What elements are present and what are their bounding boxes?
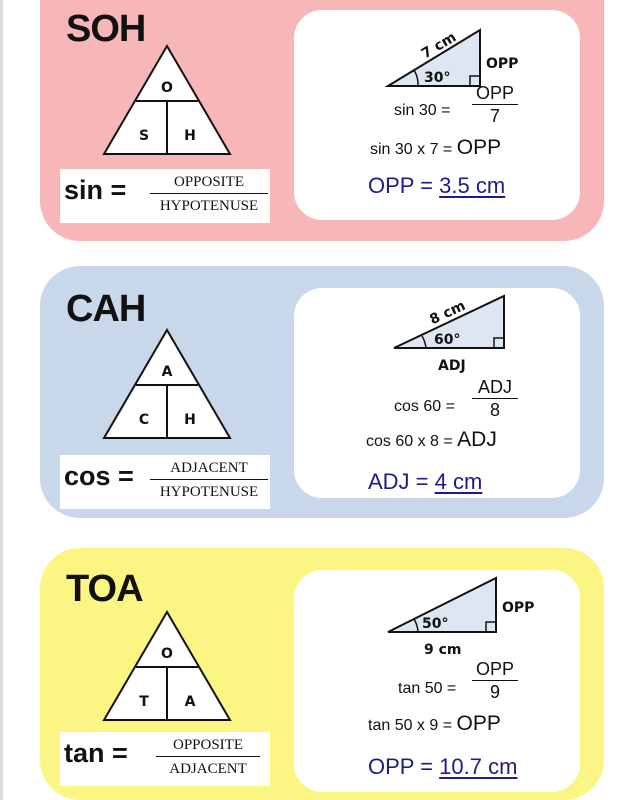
cah-card: CAH A C H cos = ADJACENT HYPOTENUSE 8 cm… <box>40 266 604 518</box>
right-triangle-diagram: 8 cm 60° ADJ <box>393 294 505 374</box>
toa-card: TOA O T A tan = OPPOSITE ADJACENT 50° OP… <box>40 548 604 800</box>
result-value: 3.5 cm <box>439 173 506 198</box>
soh-example-panel: 7 cm 30° OPP sin 30 = OPP 7 sin 30 x 7 =… <box>294 10 580 220</box>
side-label: ADJ <box>438 358 466 374</box>
equation-2-lhs: cos 60 x 8 = <box>366 433 453 450</box>
equation-1-numerator: OPP <box>472 82 518 105</box>
equation-2-lhs: sin 30 x 7 = <box>370 141 453 158</box>
triangle-bottom-left-letter: C <box>139 412 149 428</box>
toa-example-panel: 50° OPP 9 cm tan 50 = OPP 9 tan 50 x 9 =… <box>294 570 580 792</box>
angle-label: 30° <box>424 70 450 86</box>
formula-fraction: ADJACENT HYPOTENUSE <box>150 457 268 502</box>
result: OPP = 3.5 cm <box>368 173 505 199</box>
equation-2-rhs: OPP <box>456 136 502 159</box>
cah-formula-triangle: A C H <box>102 328 232 439</box>
triangle-bottom-left-letter: S <box>139 128 149 144</box>
equation-1-numerator: OPP <box>472 658 518 681</box>
result-value: 4 cm <box>434 469 483 494</box>
formula-denominator: HYPOTENUSE <box>159 198 259 214</box>
equation-2: cos 60 x 8 = ADJ <box>366 428 497 452</box>
equation-1-lhs: cos 60 = <box>394 398 455 415</box>
equation-1-numerator: ADJ <box>472 376 518 399</box>
equation-1-lhs: tan 50 = <box>398 680 457 697</box>
cos-formula: cos = ADJACENT HYPOTENUSE <box>60 455 270 509</box>
toa-title: TOA <box>66 568 144 610</box>
formula-numerator: ADJACENT <box>150 457 268 480</box>
equation-1-denominator: 8 <box>489 400 500 420</box>
sin-formula: sin = OPPOSITE HYPOTENUSE <box>60 169 270 223</box>
equation-1-fraction: OPP 7 <box>472 82 518 127</box>
angle-label: 50° <box>422 616 448 632</box>
soh-card: SOH O S H sin = OPPOSITE HYPOTENUSE 7 cm… <box>40 0 604 241</box>
cah-title: CAH <box>66 288 146 330</box>
side-label: OPP <box>486 56 518 72</box>
equation-2: sin 30 x 7 = OPP <box>370 136 501 160</box>
result: OPP = 10.7 cm <box>368 754 517 780</box>
formula-denominator: ADJACENT <box>169 761 247 777</box>
base-label: 9 cm <box>424 642 462 658</box>
right-triangle-diagram: 50° OPP 9 cm <box>387 576 534 658</box>
right-triangle-diagram: 7 cm 30° OPP <box>384 28 518 87</box>
equation-2-rhs: ADJ <box>457 428 497 451</box>
formula-function: cos = <box>64 461 134 491</box>
equation-2-rhs: OPP <box>456 712 501 735</box>
formula-function: tan = <box>64 738 128 768</box>
tan-formula: tan = OPPOSITE ADJACENT <box>60 732 270 786</box>
triangle-bottom-right-letter: H <box>184 412 196 428</box>
triangle-top-letter: A <box>162 364 173 380</box>
equation-2-lhs: tan 50 x 9 = <box>368 717 453 734</box>
equation-2: tan 50 x 9 = OPP <box>368 712 501 736</box>
equation-1-fraction: OPP 9 <box>472 658 518 703</box>
triangle-top-letter: O <box>161 646 173 662</box>
equation-1-denominator: 9 <box>489 682 500 702</box>
formula-function: sin = <box>64 175 127 205</box>
triangle-top-letter: O <box>161 80 173 96</box>
result: ADJ = 4 cm <box>368 469 482 495</box>
triangle-bottom-left-letter: T <box>139 694 149 710</box>
angle-label: 60° <box>434 332 460 348</box>
equation-1-fraction: ADJ 8 <box>472 376 518 421</box>
formula-denominator: HYPOTENUSE <box>159 484 259 500</box>
result-lhs: ADJ = <box>368 469 429 494</box>
triangle-bottom-right-letter: A <box>185 694 196 710</box>
left-border <box>0 0 3 800</box>
equation-1-denominator: 7 <box>489 106 500 126</box>
equation-1-lhs: sin 30 = <box>394 102 451 119</box>
result-lhs: OPP = <box>368 173 434 198</box>
formula-fraction: OPPOSITE ADJACENT <box>156 734 260 779</box>
soh-formula-triangle: O S H <box>102 44 232 155</box>
cah-example-panel: 8 cm 60° ADJ cos 60 = ADJ 8 cos 60 x 8 =… <box>294 288 580 498</box>
formula-numerator: OPPOSITE <box>150 171 268 194</box>
toa-formula-triangle: O T A <box>102 610 232 721</box>
triangle-bottom-right-letter: H <box>184 128 196 144</box>
result-value: 10.7 cm <box>439 754 518 779</box>
result-lhs: OPP = <box>368 754 434 779</box>
formula-numerator: OPPOSITE <box>156 734 260 757</box>
soh-title: SOH <box>66 8 146 50</box>
side-label: OPP <box>502 600 534 616</box>
formula-fraction: OPPOSITE HYPOTENUSE <box>150 171 268 216</box>
